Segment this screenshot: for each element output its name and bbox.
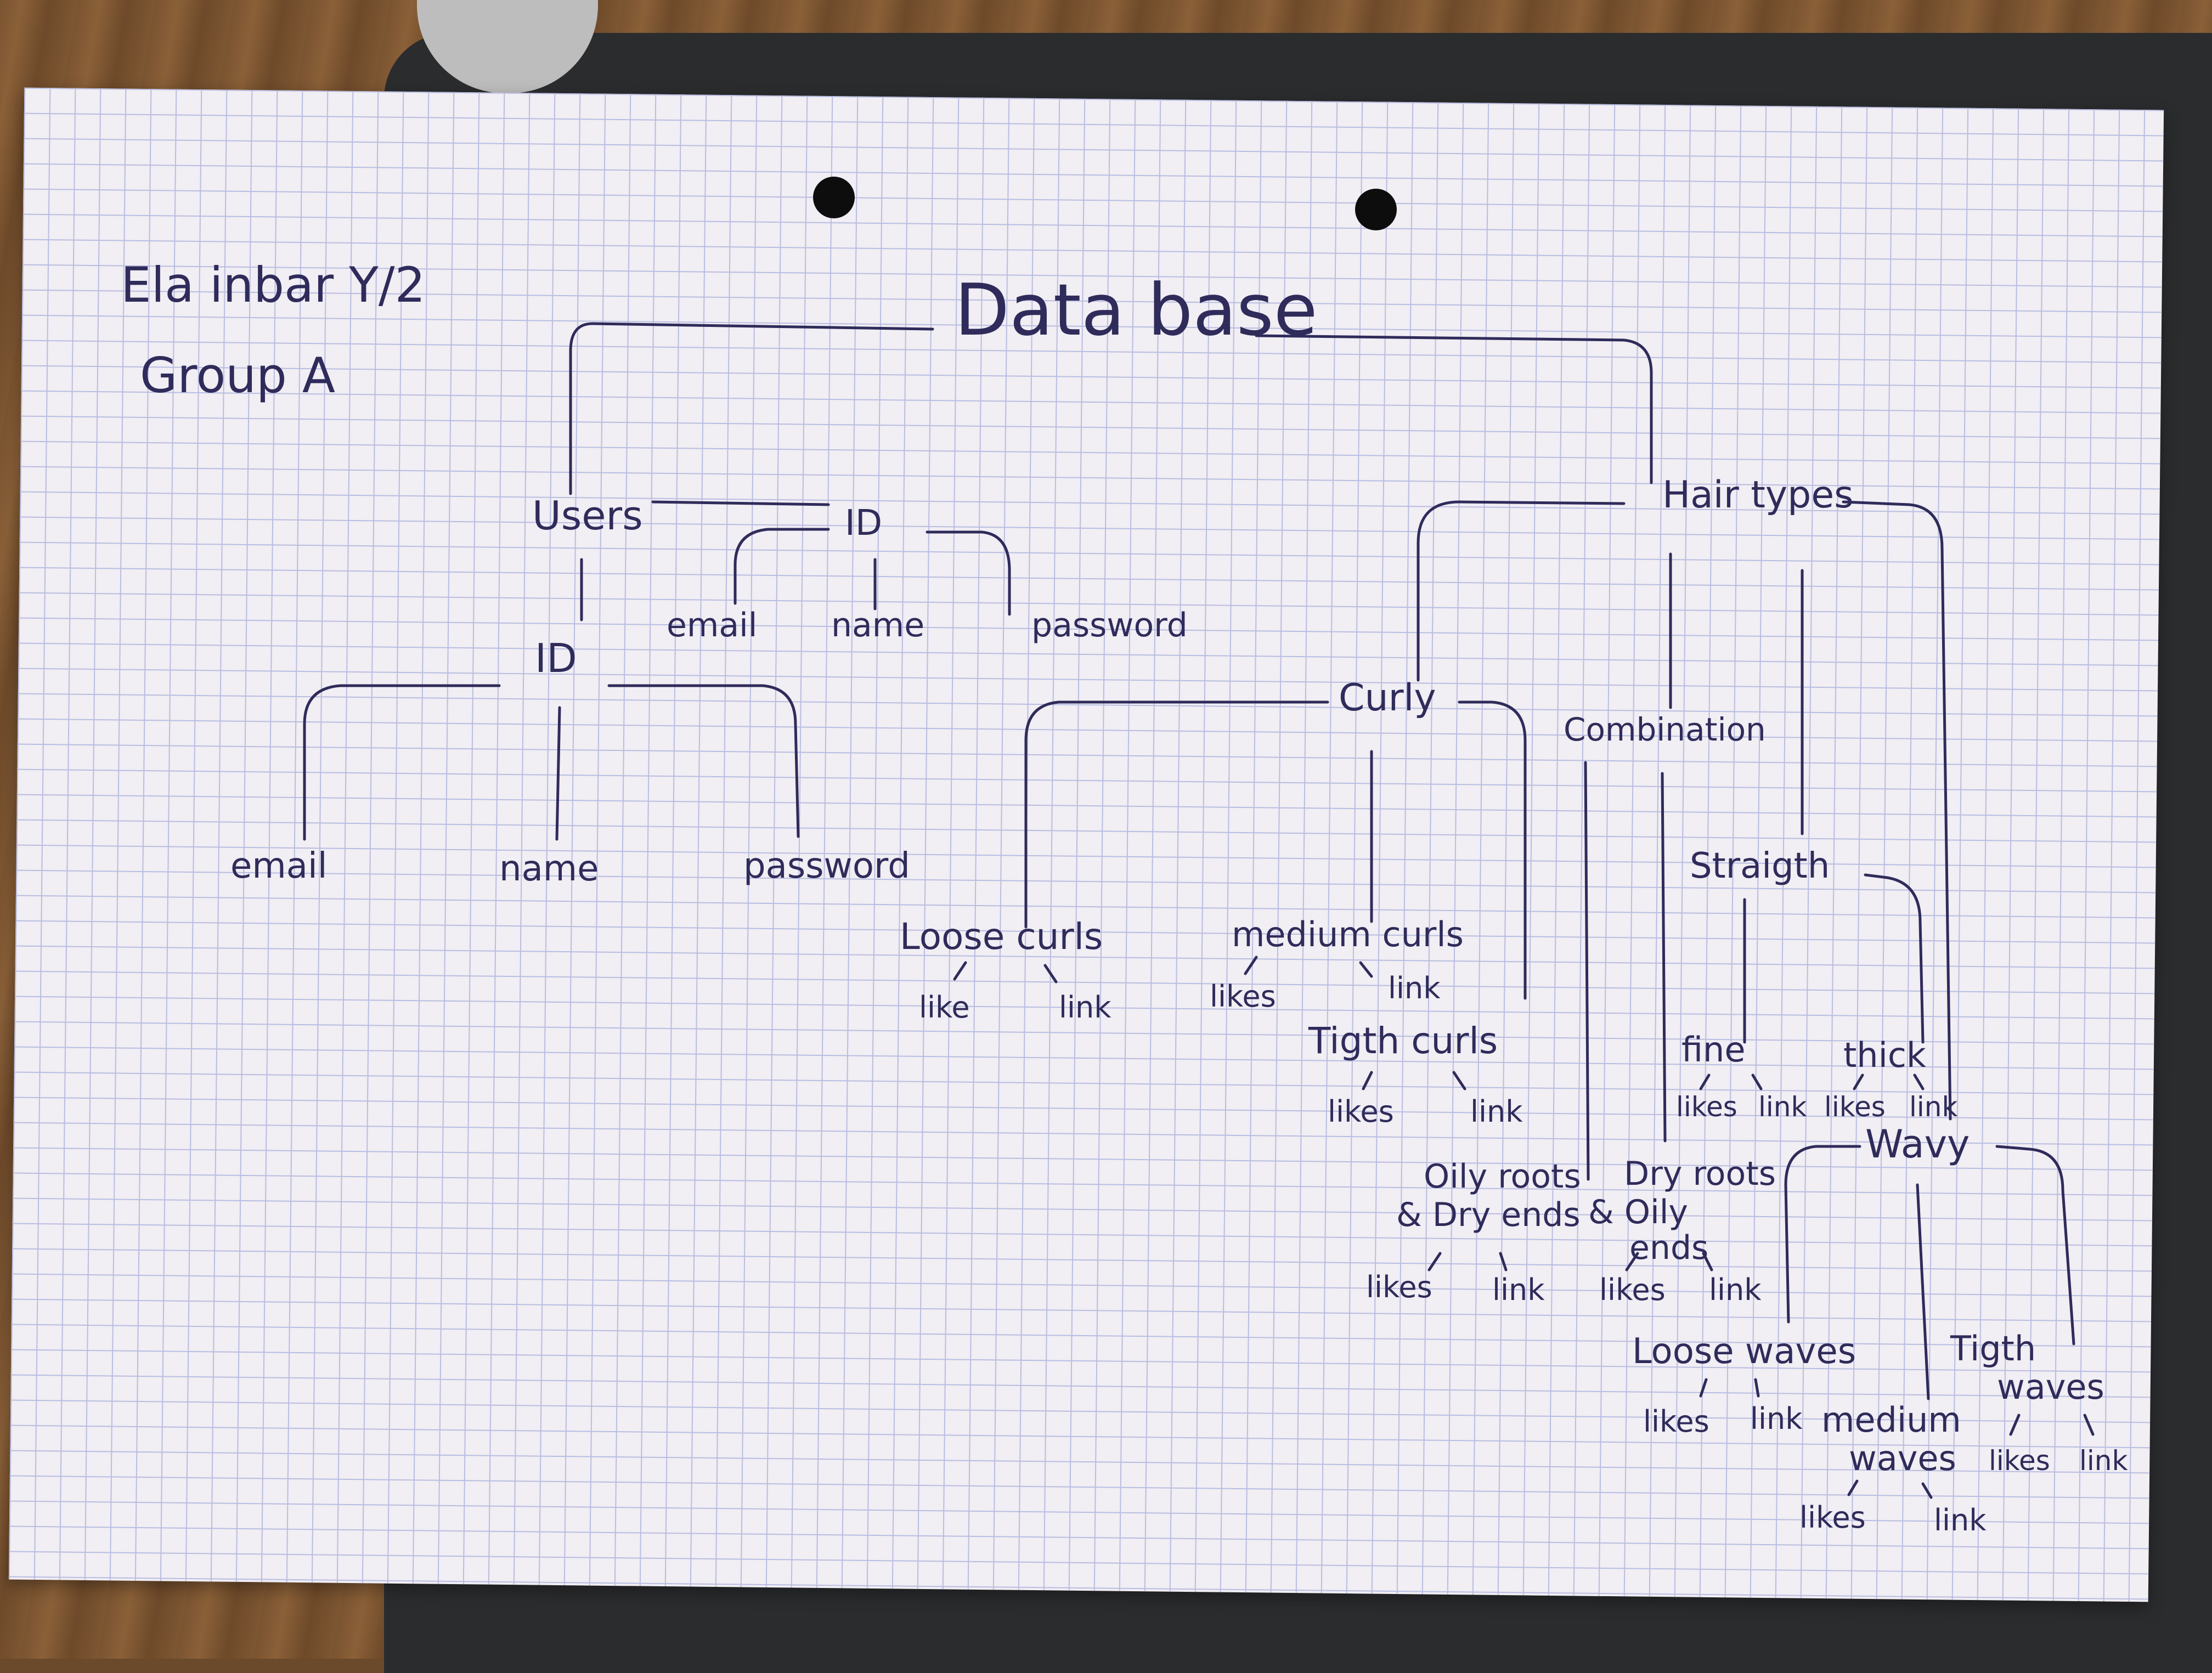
tick-loose-curls-link bbox=[1043, 964, 1058, 984]
tick-medium-curls-link bbox=[1359, 961, 1373, 978]
leaf-medium-curls-likes: likes bbox=[1210, 979, 1276, 1014]
punch-hole-right bbox=[1355, 189, 1397, 230]
node-hairtypes: Hair types bbox=[1662, 473, 1854, 517]
field-right-password: password bbox=[1031, 606, 1188, 645]
leaf-tight-waves-likes: likes bbox=[1989, 1445, 2050, 1477]
line-left-id-to-email bbox=[303, 684, 501, 841]
field-right-name: name bbox=[831, 606, 924, 645]
node-tight-curls: Tigth curls bbox=[1308, 1020, 1498, 1062]
tick-dry-likes bbox=[1625, 1252, 1639, 1271]
node-tight-waves-line2: waves bbox=[1997, 1367, 2104, 1407]
tick-oily-link bbox=[1499, 1252, 1508, 1271]
tick-oily-likes bbox=[1427, 1252, 1442, 1271]
node-medium-curls: medium curls bbox=[1232, 914, 1464, 954]
leaf-dry-likes: likes bbox=[1599, 1273, 1666, 1307]
line-curly-to-loose bbox=[1024, 700, 1329, 929]
node-medium-waves-line2: waves bbox=[1849, 1438, 1956, 1478]
line-combination-to-dry bbox=[1661, 772, 1667, 1143]
leaf-thick-likes: likes bbox=[1824, 1091, 1886, 1123]
leaf-tight-waves-link: link bbox=[2079, 1445, 2128, 1477]
tick-thick-link bbox=[1913, 1073, 1925, 1090]
leaf-medium-waves-link: link bbox=[1934, 1503, 1987, 1538]
tick-dry-link bbox=[1702, 1252, 1713, 1271]
line-hairtypes-to-curly bbox=[1417, 500, 1626, 682]
node-loose-curls: Loose curls bbox=[900, 915, 1103, 958]
tick-tight-waves-likes bbox=[2009, 1414, 2021, 1436]
field-left-email: email bbox=[230, 846, 328, 886]
node-loose-waves: Loose waves bbox=[1632, 1331, 1856, 1372]
node-thick: thick bbox=[1843, 1035, 1926, 1075]
leaf-loose-curls-like: like bbox=[919, 990, 970, 1025]
author-note: Ela inbar Y/2 bbox=[121, 257, 426, 313]
leaf-dry-link: link bbox=[1709, 1273, 1762, 1307]
line-right-id-to-password bbox=[926, 530, 1011, 616]
node-dry-roots-line3: ends bbox=[1629, 1229, 1708, 1267]
tick-fine-likes bbox=[1699, 1073, 1711, 1090]
node-left-id: ID bbox=[535, 635, 577, 681]
leaf-fine-likes: likes bbox=[1676, 1091, 1737, 1123]
line-root-to-users bbox=[569, 322, 934, 495]
tick-loose-curls-like bbox=[953, 961, 967, 981]
leaf-medium-curls-link: link bbox=[1388, 971, 1441, 1005]
line-users-to-right-id bbox=[651, 500, 830, 506]
node-curly: Curly bbox=[1339, 676, 1436, 720]
line-hairtypes-to-wavy bbox=[1842, 500, 1952, 1121]
leaf-oily-likes: likes bbox=[1366, 1270, 1432, 1304]
line-straight-to-thick bbox=[1864, 873, 1925, 1044]
tick-tight-curls-likes bbox=[1362, 1071, 1373, 1090]
tick-fine-link bbox=[1751, 1073, 1763, 1090]
node-medium-waves-line1: medium bbox=[1821, 1400, 1961, 1440]
line-wavy-to-loose bbox=[1784, 1145, 1861, 1324]
line-combination-to-oily bbox=[1584, 761, 1590, 1181]
leaf-thick-link: link bbox=[1909, 1091, 1957, 1123]
tick-thick-likes bbox=[1853, 1073, 1864, 1090]
leaf-tight-curls-link: link bbox=[1470, 1094, 1523, 1129]
tick-medium-waves-link bbox=[1921, 1482, 1933, 1499]
title-database: Data base bbox=[955, 268, 1318, 352]
field-left-password: password bbox=[743, 846, 910, 886]
node-wavy: Wavy bbox=[1865, 1122, 1970, 1167]
leaf-loose-waves-link: link bbox=[1750, 1401, 1803, 1436]
tick-tight-curls-link bbox=[1452, 1071, 1466, 1090]
line-left-id-to-password bbox=[607, 684, 800, 838]
node-right-id: ID bbox=[845, 503, 882, 544]
tick-medium-curls-likes bbox=[1244, 956, 1258, 975]
node-dry-roots-line1: Dry roots bbox=[1624, 1155, 1776, 1193]
node-dry-roots-line2: & Oily bbox=[1588, 1193, 1688, 1231]
line-left-id-to-name bbox=[555, 706, 561, 841]
line-curly-to-tight bbox=[1458, 700, 1527, 1000]
node-users: Users bbox=[532, 493, 643, 539]
leaf-medium-waves-likes: likes bbox=[1799, 1500, 1866, 1535]
node-straight: Straigth bbox=[1690, 846, 1830, 886]
tick-tight-waves-link bbox=[2083, 1414, 2095, 1436]
line-wavy-to-medium bbox=[1916, 1183, 1930, 1400]
node-oily-roots-line2: & Dry ends bbox=[1396, 1196, 1581, 1234]
group-note: Group A bbox=[140, 347, 335, 404]
tick-loose-waves-link bbox=[1754, 1378, 1760, 1398]
field-left-name: name bbox=[499, 849, 599, 889]
node-fine: fine bbox=[1681, 1030, 1746, 1070]
leaf-tight-curls-likes: likes bbox=[1328, 1094, 1394, 1129]
node-tight-waves-line1: Tigth bbox=[1950, 1329, 2036, 1369]
tick-loose-waves-likes bbox=[1699, 1378, 1708, 1398]
leaf-loose-curls-link: link bbox=[1059, 990, 1111, 1025]
leaf-oily-link: link bbox=[1492, 1273, 1545, 1307]
node-oily-roots-line1: Oily roots bbox=[1424, 1157, 1581, 1196]
connector-lines bbox=[303, 322, 2095, 1499]
line-wavy-to-tight bbox=[1995, 1145, 2075, 1346]
field-right-email: email bbox=[667, 606, 757, 645]
leaf-loose-waves-likes: likes bbox=[1643, 1404, 1709, 1439]
line-root-to-hairtypes bbox=[1255, 334, 1653, 484]
node-combination: Combination bbox=[1564, 711, 1766, 748]
line-right-id-to-email bbox=[733, 528, 830, 605]
leaf-fine-link: link bbox=[1758, 1091, 1807, 1123]
tick-medium-waves-likes bbox=[1847, 1479, 1859, 1496]
punch-hole-left bbox=[813, 177, 855, 218]
